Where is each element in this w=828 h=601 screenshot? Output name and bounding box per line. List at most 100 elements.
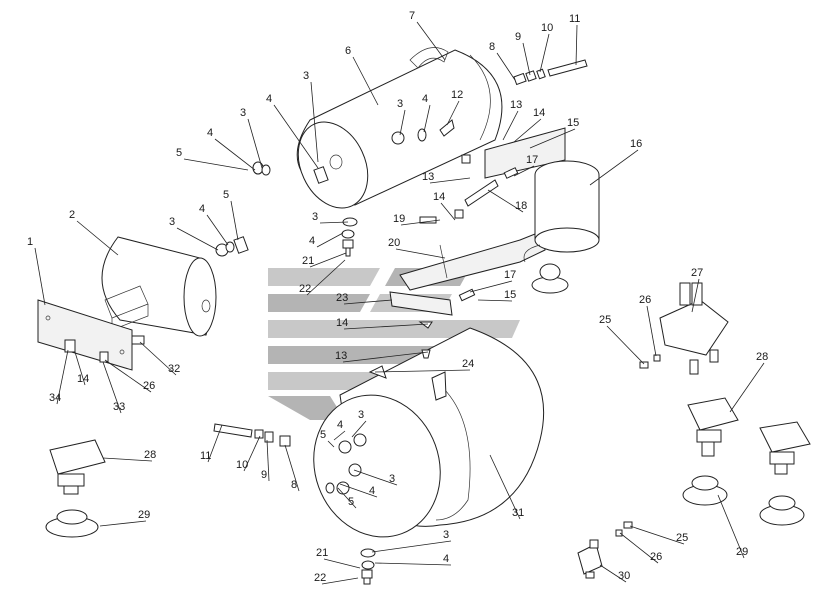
callout-leader-c9a <box>522 42 531 76</box>
fitting-set-centre <box>341 217 358 257</box>
callout-number-c15a: 15 <box>567 117 579 129</box>
callout-leader-c3e <box>319 221 349 224</box>
callout-number-c28a: 28 <box>144 449 156 461</box>
callout-number-c26a: 26 <box>143 380 155 392</box>
valve-28-left <box>45 439 106 538</box>
callout-leader-c28b <box>729 362 765 413</box>
callout-number-c4f: 4 <box>337 419 343 431</box>
callout-leader-c5b <box>183 158 249 171</box>
callout-number-c11a: 11 <box>569 13 580 25</box>
callout-number-c29b: 29 <box>736 546 748 558</box>
callout-leader-c8b <box>284 444 300 492</box>
callout-leader-c10b <box>243 435 261 472</box>
callout-number-c22b: 22 <box>314 572 326 584</box>
valve-30 <box>577 521 633 579</box>
callout-number-c34: 34 <box>49 392 61 404</box>
callout-leader-c15a <box>529 128 576 149</box>
callout-leader-c18 <box>487 189 524 213</box>
callout-number-c26c: 26 <box>650 551 662 563</box>
callout-leader-c14c <box>343 323 429 330</box>
callout-leader-c5a <box>230 200 239 241</box>
callout-number-c4a: 4 <box>199 203 205 215</box>
callout-leader-c4c <box>273 104 319 169</box>
callout-number-c3g: 3 <box>389 473 395 485</box>
callout-leader-c24 <box>374 369 471 373</box>
callout-number-c16: 16 <box>630 138 642 150</box>
callout-leader-c21a <box>309 252 347 268</box>
callout-number-c6: 6 <box>345 45 351 57</box>
callout-leader-c21b <box>323 558 361 569</box>
callout-leader-c4f <box>333 430 346 441</box>
callout-number-c29a: 29 <box>138 509 150 521</box>
valve-27 <box>639 282 729 375</box>
callout-leader-c9b <box>266 439 270 482</box>
callout-leader-c4h <box>374 562 452 566</box>
callout-leader-c25b <box>629 525 685 545</box>
callout-leader-c12 <box>446 100 460 126</box>
callout-number-c3e: 3 <box>312 211 318 223</box>
callout-number-c8a: 8 <box>489 41 495 53</box>
callout-leader-c14b <box>440 202 456 221</box>
callout-number-c25a: 25 <box>599 314 611 326</box>
callout-leader-c15b <box>477 299 513 302</box>
callout-leader-c13c <box>342 351 429 363</box>
callout-number-c12: 12 <box>451 89 463 101</box>
callout-number-c3a: 3 <box>169 216 175 228</box>
valves-28-right <box>682 397 811 526</box>
callout-leader-c14d <box>74 351 86 386</box>
callout-leader-c5d <box>337 487 357 509</box>
bolt-set-lower <box>213 423 291 447</box>
air-tank-upper <box>215 47 503 257</box>
callout-number-c4h: 4 <box>443 553 449 565</box>
callout-number-c33: 33 <box>113 401 125 413</box>
callout-leader-c25a <box>606 325 645 365</box>
callout-number-c20: 20 <box>388 237 400 249</box>
callout-number-c4b: 4 <box>207 127 213 139</box>
callout-leader-c3b <box>247 118 263 169</box>
callout-number-c21b: 21 <box>316 547 328 559</box>
callout-leader-c13a <box>502 110 519 141</box>
mounting-bracket-left <box>37 299 145 371</box>
callout-number-c4e: 4 <box>309 235 315 247</box>
bracket-and-dryer <box>399 127 600 294</box>
air-tank-lower <box>313 327 545 538</box>
callout-leader-c31 <box>489 454 521 520</box>
callout-number-c5c: 5 <box>320 429 326 441</box>
callout-number-c23: 23 <box>336 292 348 304</box>
callout-number-c10a: 10 <box>541 22 553 34</box>
callout-leader-c34 <box>56 349 69 405</box>
callout-number-c32: 32 <box>168 363 180 375</box>
callout-number-c14a: 14 <box>533 107 545 119</box>
callout-leader-c16 <box>589 149 639 186</box>
callout-number-c19: 19 <box>393 213 405 225</box>
callout-number-c26b: 26 <box>639 294 651 306</box>
callout-leader-c8a <box>496 52 516 81</box>
callout-leader-c13b <box>429 177 471 184</box>
callout-leader-c14a <box>513 118 542 143</box>
callout-number-c24: 24 <box>462 358 474 370</box>
callout-number-c10b: 10 <box>236 459 248 471</box>
callout-leader-c4g <box>339 483 378 498</box>
callout-leader-c3d <box>399 109 406 136</box>
callout-leader-c19 <box>400 219 441 226</box>
callout-leader-c5c <box>327 440 335 448</box>
callout-leader-c26c <box>619 532 659 564</box>
callout-number-c5a: 5 <box>223 189 229 201</box>
callout-leader-c6 <box>352 56 379 106</box>
air-tank-left <box>101 236 217 337</box>
callout-leader-c17a <box>513 165 535 177</box>
callout-number-c25b: 25 <box>676 532 688 544</box>
callout-leader-c3c <box>310 81 319 163</box>
callout-leader-c11a <box>575 24 578 66</box>
callout-number-c8b: 8 <box>291 479 297 491</box>
callout-number-c17a: 17 <box>526 154 538 166</box>
callout-leader-c10a <box>539 33 550 73</box>
callout-number-c4g: 4 <box>369 485 375 497</box>
callout-leader-c3f <box>351 420 367 438</box>
callout-leader-c4b <box>214 138 256 171</box>
callout-number-c2: 2 <box>69 209 75 221</box>
callout-number-c3h: 3 <box>443 529 449 541</box>
callout-number-c3b: 3 <box>240 107 246 119</box>
